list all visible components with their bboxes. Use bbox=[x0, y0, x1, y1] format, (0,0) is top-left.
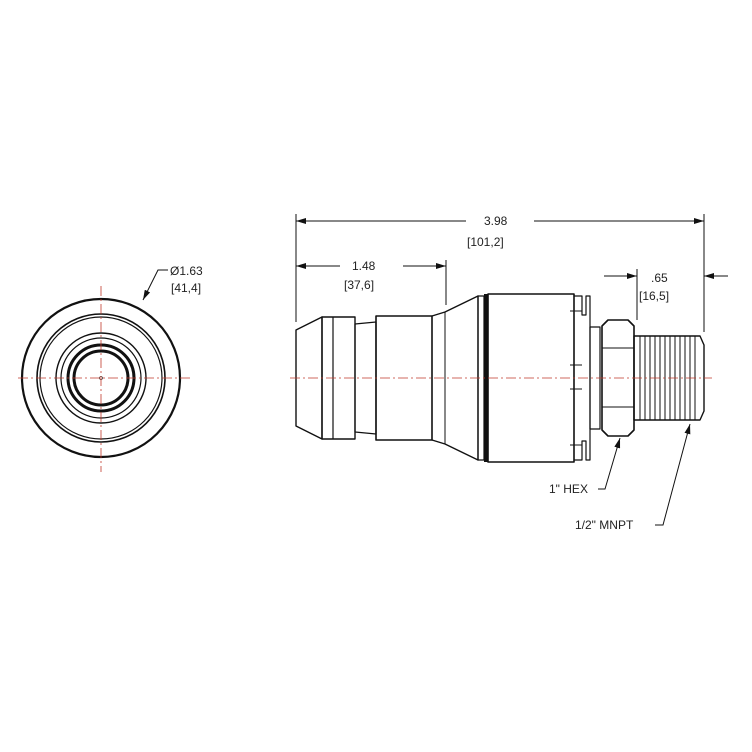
dimension-lines bbox=[295, 214, 728, 526]
nose-length-metric: [37,6] bbox=[344, 278, 374, 292]
side-view bbox=[290, 293, 712, 463]
end-view bbox=[18, 269, 192, 472]
overall-length: 3.98 bbox=[484, 214, 508, 228]
overall-length-metric: [101,2] bbox=[467, 235, 504, 249]
diameter-leader bbox=[142, 269, 168, 301]
thread-callout: 1/2" MNPT bbox=[575, 518, 634, 532]
hex-callout: 1" HEX bbox=[549, 482, 588, 496]
diameter-metric: [41,4] bbox=[171, 281, 201, 295]
diameter-label: Ø1.63 bbox=[170, 264, 203, 278]
thread-length: .65 bbox=[651, 271, 668, 285]
nose-length: 1.48 bbox=[352, 259, 376, 273]
thread-length-metric: [16,5] bbox=[639, 289, 669, 303]
